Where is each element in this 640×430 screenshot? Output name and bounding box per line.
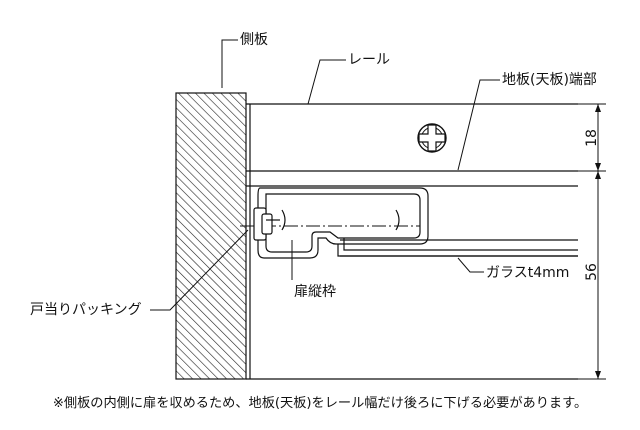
label-door-stile: 扉縦枠 [294,284,336,300]
label-side-panel: 側板 [240,32,268,48]
dimension-upper: 18 [584,129,600,147]
dimension-lines [578,103,606,380]
label-ground-panel-end: 地板(天板)端部 [502,72,597,88]
label-rail: レール [348,52,390,68]
dimension-lower: 56 [584,263,600,281]
label-glass: ガラスt4mm [486,265,569,281]
rail-body [246,103,578,380]
door-stile-profile [257,187,578,259]
door-stop-packing [253,207,400,241]
screw-icon [417,123,447,153]
footnote: ※側板の内側に扉を収めるため、地板(天板)をレール幅だけ後ろに下げる必要がありま… [52,396,588,411]
leader-lines [150,39,500,311]
label-door-stop-packing: 戸当りパッキング [30,302,142,318]
side-panel [175,92,247,380]
